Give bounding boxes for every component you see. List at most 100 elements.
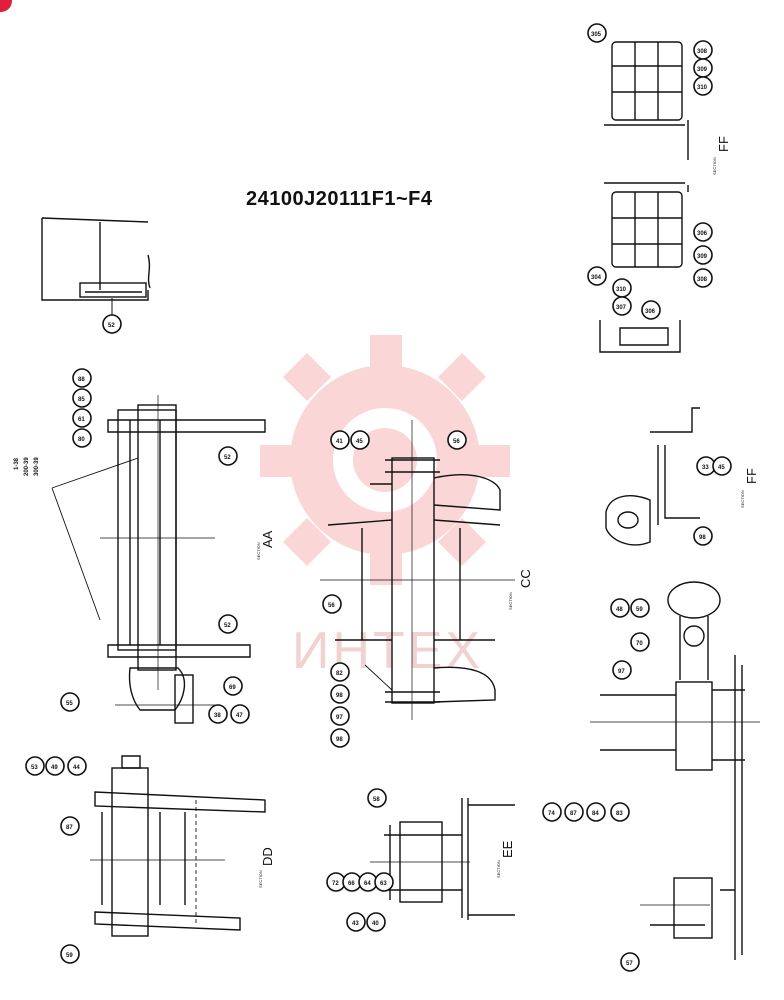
svg-text:310: 310 (697, 85, 708, 91)
right-assembly-drawing (590, 581, 760, 960)
section-dd-name: DD (260, 847, 275, 866)
svg-text:66: 66 (348, 881, 355, 887)
section-ff-top-name: FF (716, 136, 731, 152)
range-references: 1-38 200-39 300-39 (14, 457, 40, 476)
svg-text:45: 45 (718, 465, 725, 471)
callout-45: 45 (350, 430, 370, 450)
callout-48: 48 (610, 598, 630, 618)
callout-74: 74 (542, 802, 562, 822)
callout-84: 84 (586, 802, 606, 822)
callout-97a: 97 (330, 706, 350, 726)
watermark-gear-icon (260, 335, 510, 585)
callout-70: 70 (630, 632, 650, 652)
range-ref-c: 300-39 (34, 457, 40, 476)
watermark-text: ИНТЕХ (292, 622, 483, 680)
callout-58: 58 (367, 788, 387, 808)
svg-text:85: 85 (78, 397, 85, 403)
svg-text:44: 44 (73, 765, 80, 771)
svg-text:304: 304 (591, 275, 602, 281)
callout-309b: 309 (693, 245, 713, 265)
svg-text:305: 305 (591, 32, 602, 38)
svg-text:98: 98 (336, 737, 343, 743)
callout-45b: 45 (712, 456, 732, 476)
callout-61: 61 (72, 408, 92, 428)
section-ff-mid-word: SECTION (740, 490, 745, 508)
callout-52b: 52 (218, 446, 238, 466)
section-ee-name: EE (500, 840, 515, 858)
svg-text:84: 84 (592, 811, 599, 817)
svg-text:306: 306 (645, 309, 656, 315)
svg-text:59: 59 (636, 607, 643, 613)
callout-309: 309 (693, 58, 713, 78)
range-ref-b: 200-39 (24, 457, 30, 476)
section-ff-top-word: SECTION (712, 157, 717, 175)
callout-57: 57 (620, 952, 640, 972)
callout-69: 69 (223, 676, 243, 696)
svg-text:69: 69 (229, 685, 236, 691)
callout-56b: 56 (322, 594, 342, 614)
svg-text:87: 87 (570, 811, 577, 817)
section-cc-name: CC (518, 569, 533, 588)
svg-text:53: 53 (31, 765, 38, 771)
section-ee-word: SECTION (496, 860, 501, 878)
callout-98c: 98 (693, 526, 713, 546)
callout-56a: 56 (447, 430, 467, 450)
callout-98b: 98 (330, 728, 350, 748)
callout-47: 47 (230, 704, 250, 724)
svg-text:64: 64 (364, 881, 371, 887)
svg-text:33: 33 (702, 465, 709, 471)
svg-text:48: 48 (616, 607, 623, 613)
svg-text:309: 309 (697, 67, 708, 73)
callout-55: 55 (60, 692, 80, 712)
callout-310: 310 (693, 76, 713, 96)
svg-text:56: 56 (453, 439, 460, 445)
section-ee-drawing (370, 798, 515, 920)
svg-text:72: 72 (332, 881, 339, 887)
svg-text:97: 97 (336, 715, 343, 721)
callout-307: 307 (612, 296, 632, 316)
section-ff-mid-name: FF (744, 468, 759, 484)
svg-text:52: 52 (224, 455, 231, 461)
svg-text:40: 40 (372, 921, 379, 927)
callout-43: 43 (346, 912, 366, 932)
svg-text:306: 306 (697, 231, 708, 237)
callout-53: 53 (25, 756, 45, 776)
svg-text:38: 38 (214, 713, 221, 719)
callout-306b: 306 (641, 300, 661, 320)
callout-304: 304 (587, 266, 607, 286)
svg-text:55: 55 (66, 701, 73, 707)
callout-80: 80 (72, 428, 92, 448)
callout-88: 88 (72, 368, 92, 388)
svg-text:308: 308 (697, 277, 708, 283)
svg-text:63: 63 (380, 881, 387, 887)
callout-59: 59 (630, 598, 650, 618)
callout-59b: 59 (60, 944, 80, 964)
svg-text:41: 41 (336, 439, 343, 445)
callout-52c: 52 (218, 614, 238, 634)
callout-40: 40 (366, 912, 386, 932)
detail-top-left (41, 217, 151, 318)
callout-85: 85 (72, 388, 92, 408)
svg-text:82: 82 (336, 671, 343, 677)
drawing-title: 24100J20111F1~F4 (246, 188, 433, 210)
svg-text:80: 80 (78, 437, 85, 443)
section-cc-drawing (320, 420, 515, 720)
svg-text:59: 59 (66, 953, 73, 959)
callout-52a: 52 (102, 314, 122, 334)
callout-83: 83 (610, 802, 630, 822)
svg-text:307: 307 (616, 305, 627, 311)
callout-63: 63 (374, 872, 394, 892)
callout-82: 82 (330, 662, 350, 682)
svg-text:61: 61 (78, 417, 85, 423)
callout-98a: 98 (330, 684, 350, 704)
svg-text:56: 56 (328, 603, 335, 609)
section-cc-word: SECTION (508, 592, 513, 610)
callout-308: 308 (693, 40, 713, 60)
svg-text:45: 45 (356, 439, 363, 445)
svg-text:83: 83 (616, 811, 623, 817)
range-ref-a: 1-38 (14, 457, 20, 470)
svg-text:310: 310 (616, 287, 627, 293)
svg-text:309: 309 (697, 254, 708, 260)
section-dd-word: SECTION (258, 870, 263, 888)
section-ff-mid-drawing (605, 407, 700, 546)
